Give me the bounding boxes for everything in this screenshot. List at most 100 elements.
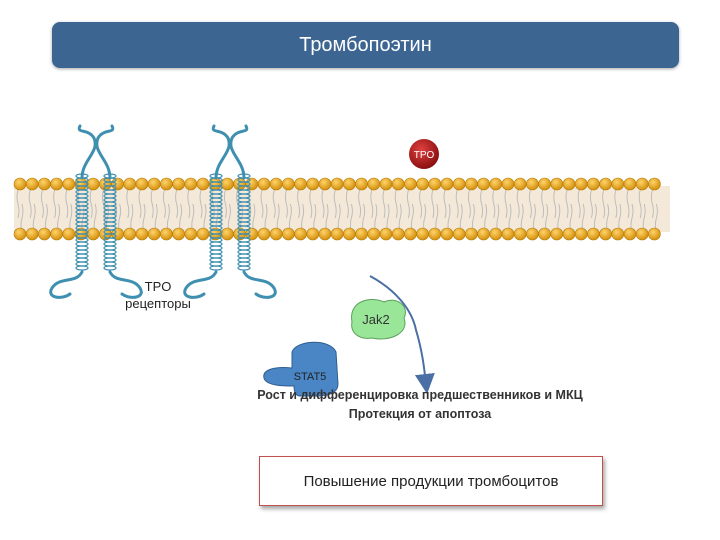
- lipid-head: [587, 227, 600, 241]
- lipid-tail: [504, 189, 508, 219]
- lipid-head: [294, 177, 307, 191]
- lipid-head: [648, 177, 661, 191]
- lipid-head: [562, 227, 576, 241]
- lipid-tail: [309, 189, 313, 219]
- lipid-head: [50, 177, 63, 191]
- lipid-head: [38, 227, 51, 241]
- lipid-tail: [650, 189, 654, 219]
- lipid-head: [257, 227, 271, 241]
- lipid-head: [452, 227, 466, 241]
- lipid-tail: [223, 189, 227, 219]
- lipid-head: [318, 227, 332, 241]
- membrane-core: [14, 186, 670, 232]
- lipid-tail: [492, 189, 496, 219]
- lipid-head: [355, 177, 368, 191]
- lipid-tail: [28, 189, 32, 219]
- lipid-head: [111, 177, 124, 191]
- lipid-head: [416, 227, 429, 241]
- tpo-circle: [409, 139, 439, 169]
- receptor-tail: [183, 270, 218, 299]
- lipid-head: [25, 227, 39, 241]
- lipid-head: [184, 227, 198, 241]
- lipid-head: [391, 177, 405, 191]
- lipid-tail: [138, 189, 142, 219]
- lipid-head: [526, 227, 539, 241]
- lipid-tail: [541, 189, 545, 219]
- signal-arrow: [369, 275, 435, 394]
- lipid-head: [147, 227, 161, 241]
- effect-line-2: Протекция от апоптоза: [348, 407, 492, 421]
- lipid-head: [489, 177, 503, 191]
- lipid-head: [587, 177, 600, 191]
- receptor-tail: [49, 270, 84, 299]
- lipid-head: [257, 177, 271, 191]
- effect-line-1: Рост и дифференцировка предшественников …: [257, 388, 583, 402]
- lipid-tail: [53, 189, 57, 219]
- lipid-head: [62, 227, 76, 241]
- receptor: [49, 124, 143, 299]
- lipid-tail: [199, 189, 203, 219]
- lipid-head: [550, 227, 564, 241]
- lipid-tail: [553, 189, 557, 219]
- lipid-head: [282, 227, 295, 241]
- lipid-tail: [480, 189, 484, 219]
- lipid-head: [184, 177, 198, 191]
- result-label: Повышение продукции тромбоцитов: [303, 472, 559, 490]
- lipid-head: [306, 227, 320, 241]
- receptor-arm: [95, 124, 115, 180]
- lipid-head: [452, 177, 466, 191]
- lipid-head: [599, 227, 612, 241]
- lipid-head: [513, 227, 527, 241]
- lipid-tail: [321, 189, 325, 219]
- lipid-tail: [565, 189, 569, 219]
- lipid-head: [550, 177, 564, 191]
- stat5-protein: STAT5: [263, 341, 339, 397]
- lipid-tail: [65, 189, 69, 219]
- lipid-head: [440, 227, 454, 241]
- jak2-label: Jak2: [362, 312, 389, 327]
- lipid-head: [440, 177, 454, 191]
- title-bar: Тромбопоэтин: [52, 22, 679, 68]
- receptor: [183, 124, 277, 299]
- lipid-tail: [382, 189, 386, 219]
- lipid-head: [635, 177, 649, 191]
- jak2-protein: Jak2: [351, 299, 406, 340]
- lipid-head: [379, 177, 393, 191]
- lipid-head: [648, 227, 661, 241]
- lipid-tail: [431, 189, 435, 219]
- lipid-head: [477, 177, 490, 191]
- lipid-tail: [162, 189, 166, 219]
- lipid-head: [635, 227, 649, 241]
- lipid-head: [13, 177, 27, 191]
- lipid-tail: [345, 189, 349, 219]
- lipid-head: [196, 227, 210, 241]
- lipid-head: [123, 227, 137, 241]
- lipid-tail: [370, 189, 374, 219]
- lipid-head: [135, 177, 149, 191]
- lipid-heads-outer: [13, 177, 661, 191]
- receptor-arm: [211, 124, 231, 180]
- tpo-label: TPO: [414, 150, 435, 161]
- lipid-head: [538, 227, 551, 241]
- lipid-head: [172, 177, 185, 191]
- receptor-arm: [77, 124, 97, 180]
- receptor-helix-turn: [237, 265, 251, 271]
- lipid-head: [74, 177, 88, 191]
- lipid-tail: [455, 189, 459, 219]
- lipid-head: [160, 177, 173, 191]
- lipid-head: [269, 227, 283, 241]
- lipid-tail: [602, 189, 606, 219]
- lipid-head: [13, 227, 27, 241]
- lipid-tail: [187, 189, 191, 219]
- lipid-head: [208, 177, 222, 191]
- lipid-head: [86, 227, 100, 241]
- receptor-tail: [242, 270, 277, 299]
- receptor-helix-turn: [103, 265, 117, 271]
- lipid-head: [269, 177, 283, 191]
- lipid-head: [465, 227, 478, 241]
- lipid-tail: [89, 189, 93, 219]
- lipid-head: [355, 227, 368, 241]
- lipid-head: [318, 177, 332, 191]
- lipid-tail: [406, 189, 410, 219]
- lipid-head: [282, 177, 295, 191]
